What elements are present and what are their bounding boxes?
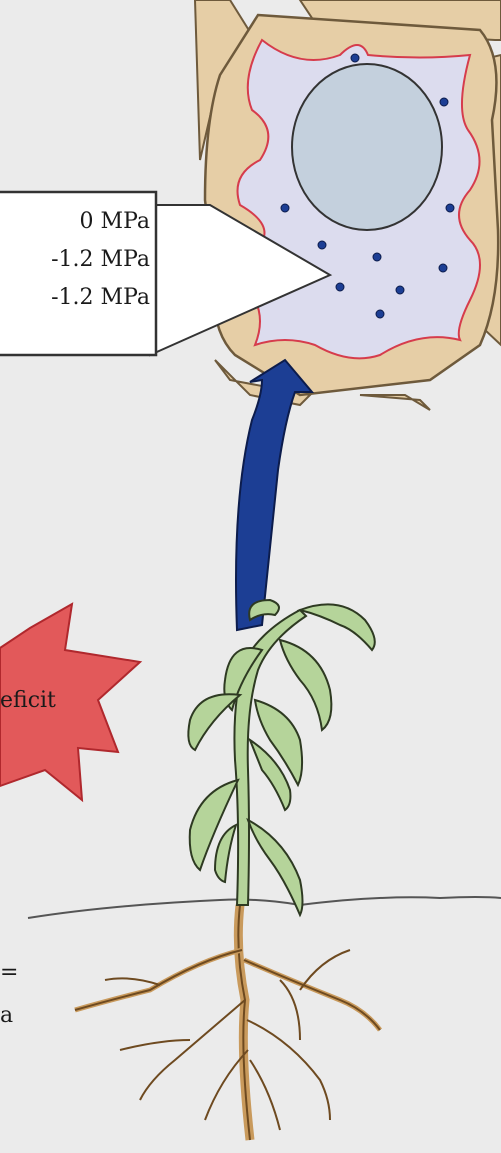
- nucleus: [292, 64, 442, 230]
- callout-value-2: -1.2 MPa: [0, 241, 150, 279]
- soil-line: [28, 897, 501, 918]
- callout-value-1: 0 MPa: [0, 203, 150, 241]
- callout-values: 0 MPa -1.2 MPa -1.2 MPa: [0, 203, 150, 317]
- cut-off-text-line1: =: [0, 960, 18, 985]
- callout-value-3: -1.2 MPa: [0, 279, 150, 317]
- stress-badge-label: eficit: [0, 688, 56, 713]
- cut-off-text-line2: a: [0, 1003, 13, 1028]
- plant-roots: [75, 905, 380, 1140]
- plant-leaves: [188, 600, 374, 915]
